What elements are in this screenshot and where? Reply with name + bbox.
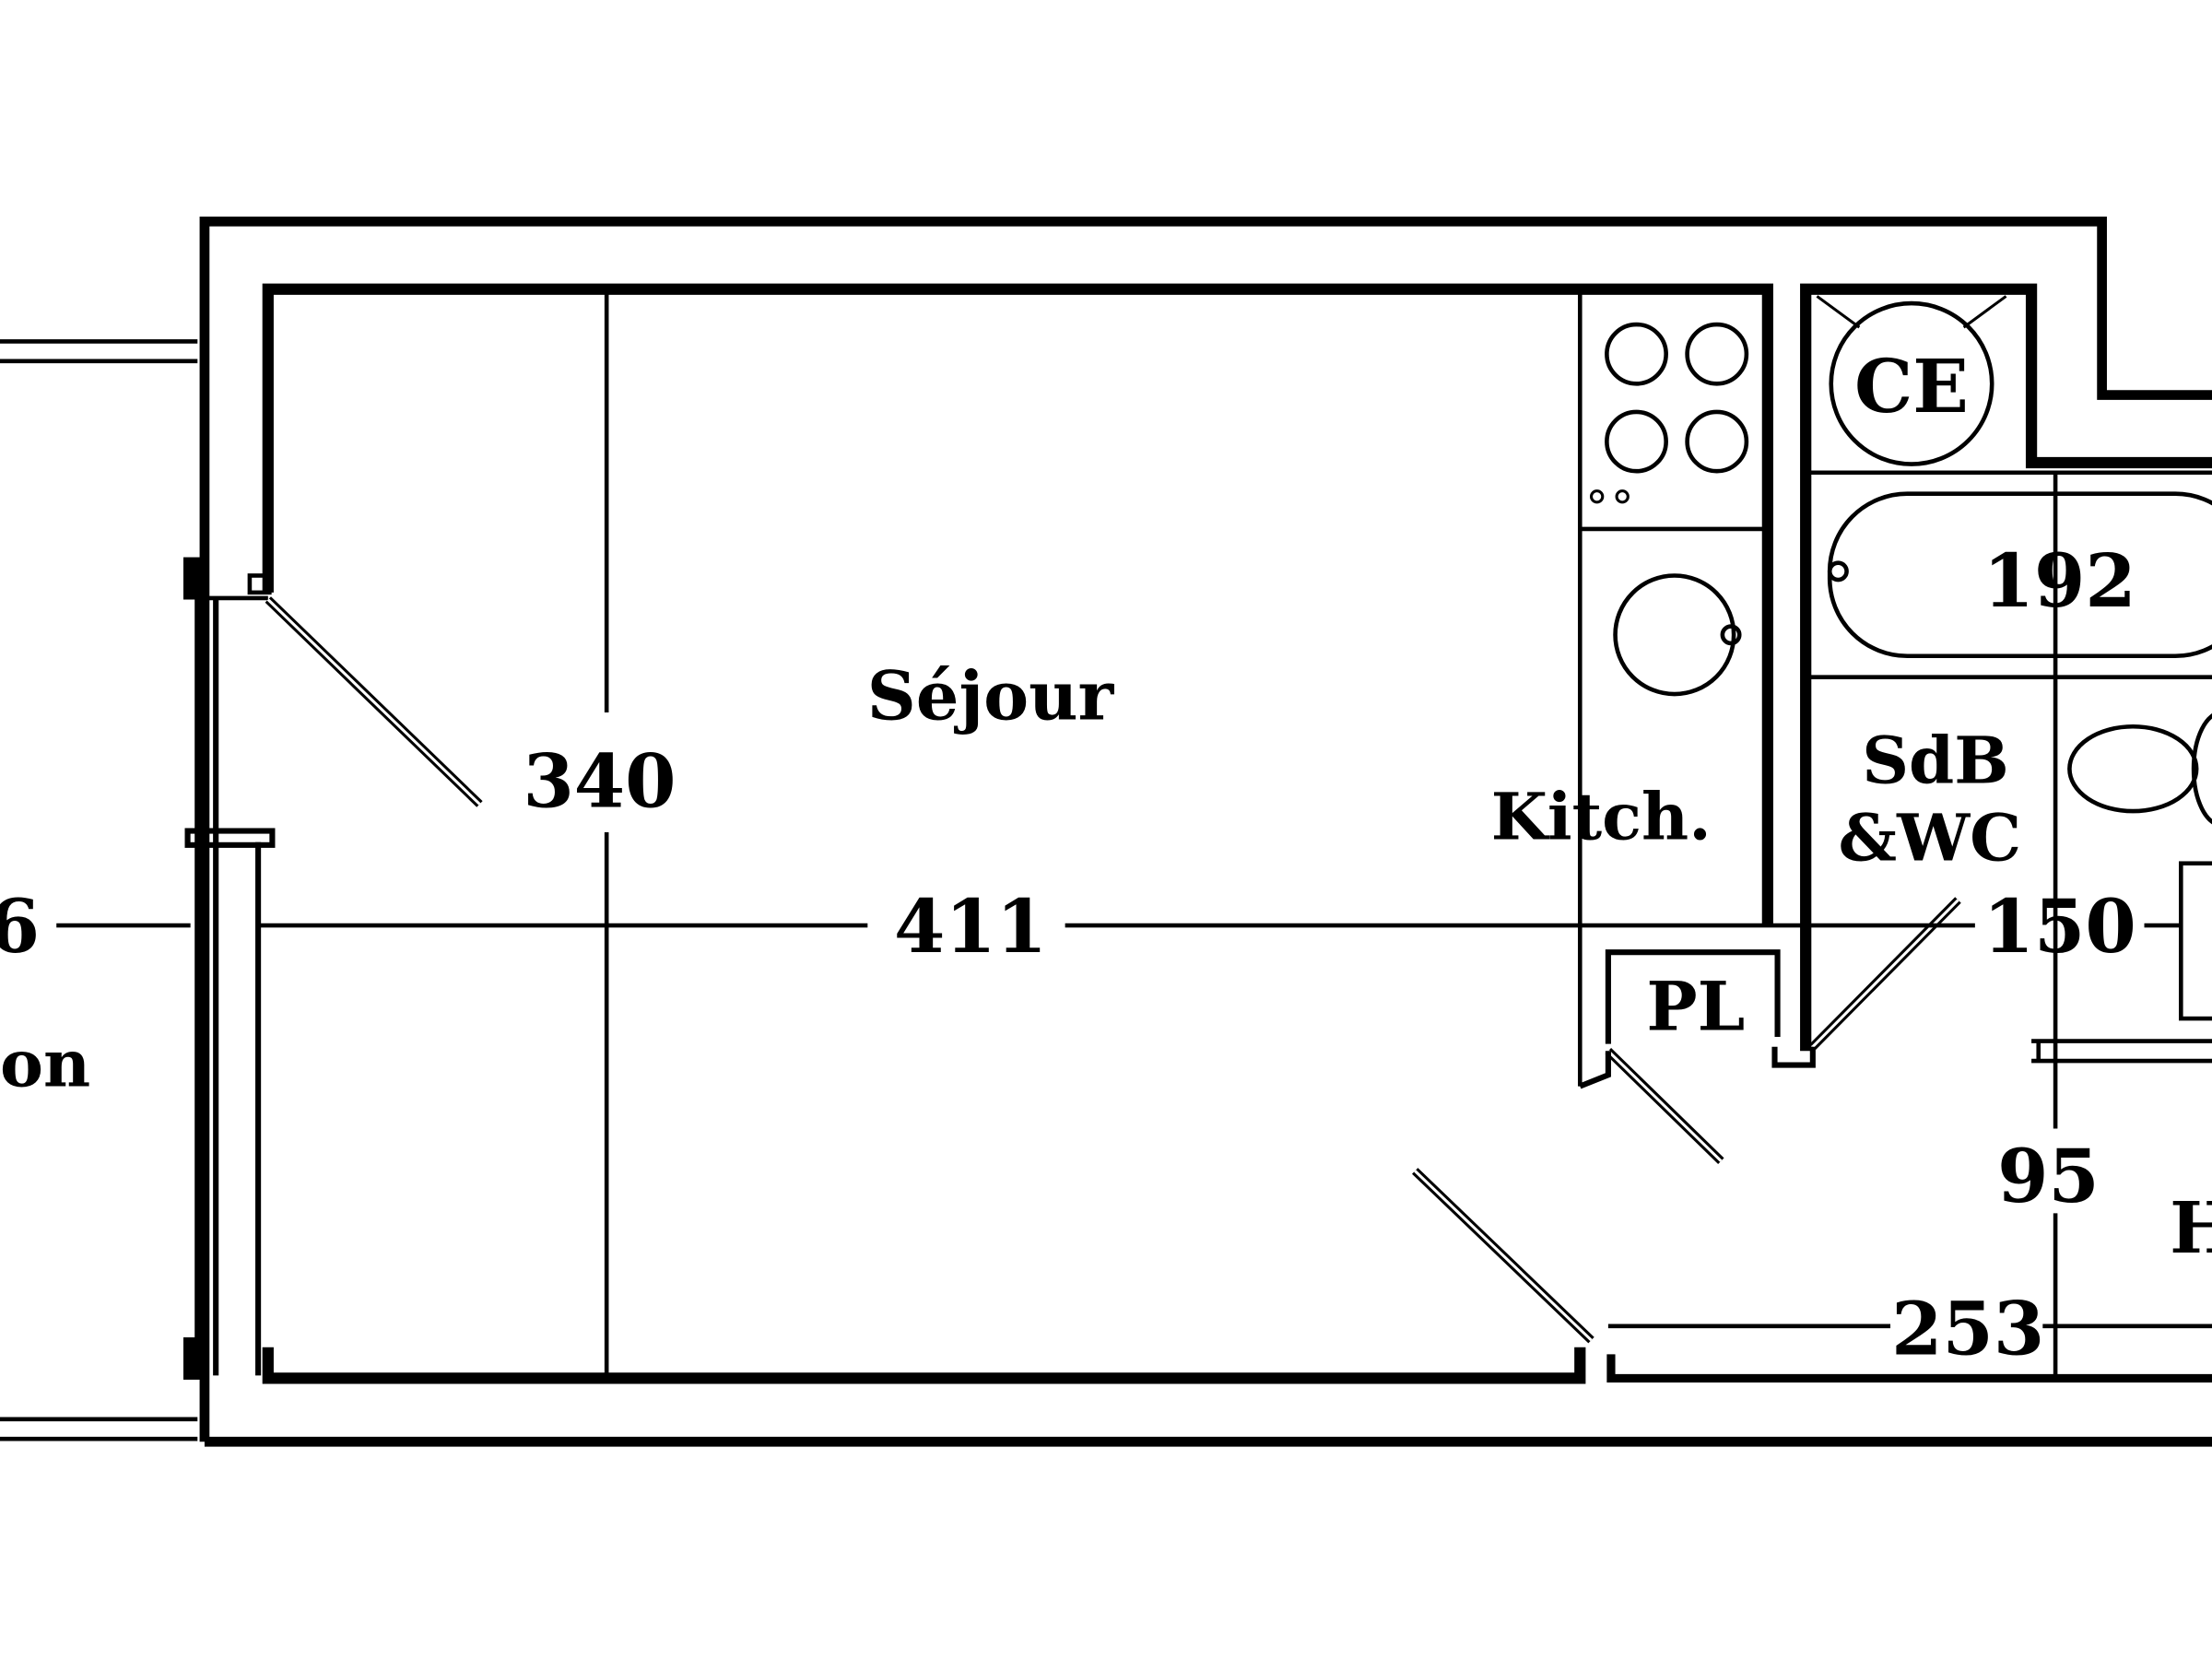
room-label-wc: &WC: [1839, 800, 2022, 877]
dimension-411: 411: [894, 883, 1047, 970]
shower-box: [2179, 861, 2212, 1021]
sink-icon: [1613, 573, 1736, 697]
labels: Séjour Kitch. SdB &WC PL CE on H 340 411…: [0, 343, 2212, 1371]
room-label-balcony: on: [0, 1026, 90, 1102]
stove-burner-icon: [1685, 322, 1749, 386]
room-label-placard: PL: [1646, 967, 1745, 1046]
toilet-icon: [2067, 724, 2199, 814]
bath-wall: [1800, 283, 2212, 1052]
room-label-kitchen: Kitch.: [1491, 779, 1712, 855]
dimension-left-partial: 6: [0, 883, 40, 970]
dimension-192: 192: [1983, 537, 2136, 624]
dimension-253: 253: [1891, 1285, 2044, 1371]
door-hinge: [247, 573, 272, 595]
fixtures: [1589, 295, 2212, 825]
sejour-wall: [262, 283, 1773, 924]
stove-burner-icon: [1605, 409, 1668, 474]
placard-wall: [1605, 949, 1781, 1044]
room-label-bath: SdB: [1862, 722, 2009, 798]
window-frame: [194, 599, 262, 1376]
dimension-lines: [56, 288, 2212, 1376]
stove-burner-icon: [1605, 322, 1668, 386]
hall-shelf: [2031, 1039, 2212, 1064]
room-label-sejour: Séjour: [867, 657, 1115, 736]
outer-wall: [199, 216, 2212, 1442]
dimension-95: 95: [1997, 1133, 2100, 1219]
water-heater-icon: [1829, 300, 1994, 466]
dimension-150: 150: [1983, 883, 2136, 970]
walls: [199, 216, 2212, 1447]
window-jamb-top: [182, 557, 209, 600]
window-sill: [184, 828, 276, 848]
stove-burner-icon: [1685, 409, 1749, 474]
door-swings: [265, 596, 1961, 1344]
room-label-hall: H: [2170, 1187, 2212, 1270]
window-jamb-bottom: [182, 1337, 209, 1380]
hall-wall: [1606, 1354, 2212, 1382]
balcony-and-window: [0, 339, 276, 1441]
balcony-rail-bottom: [0, 1417, 198, 1441]
balcony-rail-top: [0, 339, 198, 364]
sejour-wall-bottom: [262, 1347, 1586, 1384]
dimension-340: 340: [523, 738, 676, 825]
room-label-cumulus: CE: [1854, 343, 1969, 429]
